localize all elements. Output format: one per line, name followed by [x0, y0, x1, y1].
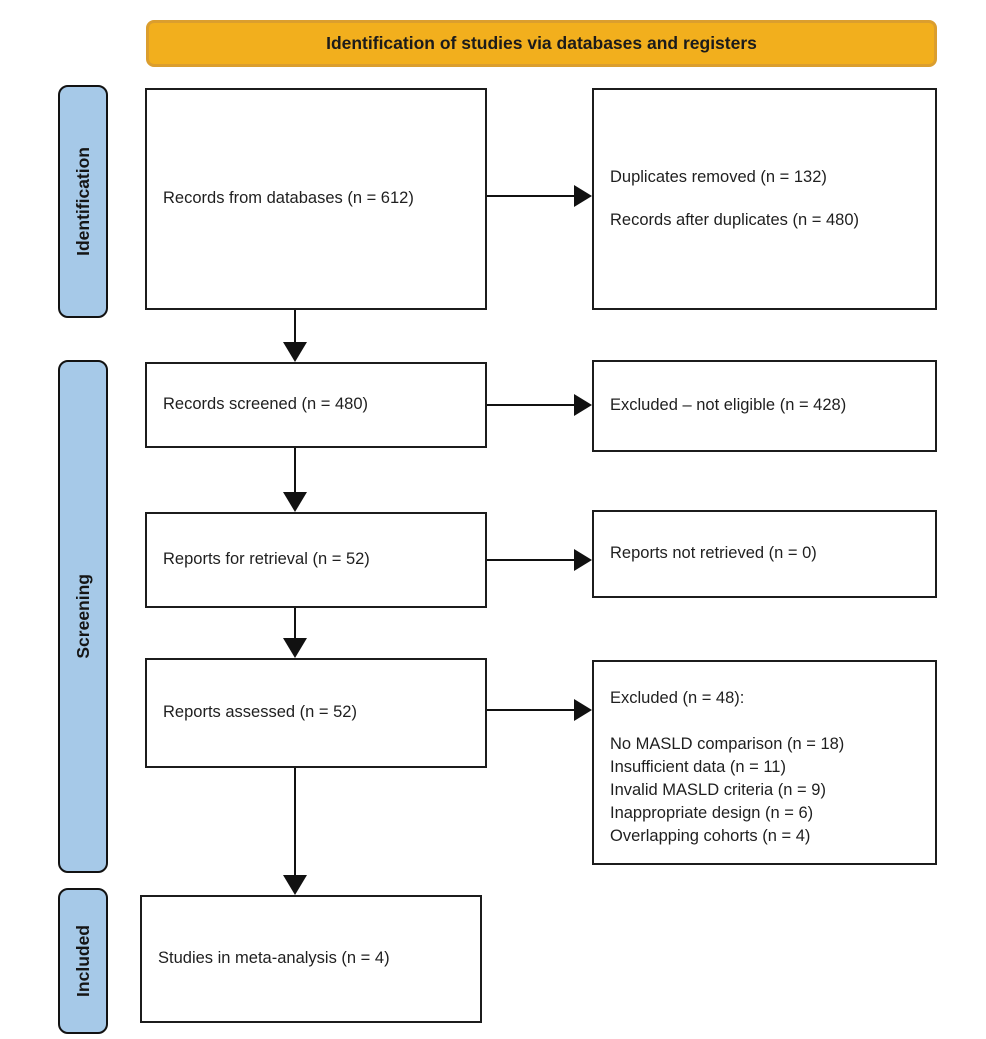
- box-excluded-not-eligible: Excluded – not eligible (n = 428): [592, 360, 937, 452]
- records-screened-text: Records screened (n = 480): [163, 395, 368, 414]
- duplicates-removed-text: Duplicates removed (n = 132): [610, 167, 827, 186]
- records-from-databases-text: Records from databases (n = 612): [163, 189, 414, 208]
- stage-label-included-text: Included: [72, 925, 93, 997]
- excluded-reason-item: Inappropriate design (n = 6): [610, 803, 814, 822]
- arrow-retrieval-to-not-retrieved: [487, 559, 574, 561]
- arrow-assessed-to-excluded-reasons: [487, 709, 574, 711]
- stage-label-identification-text: Identification: [72, 147, 93, 256]
- stage-label-screening: Screening: [58, 360, 108, 873]
- reports-for-retrieval-text: Reports for retrieval (n = 52): [163, 550, 370, 569]
- box-studies-in-meta-analysis: Studies in meta-analysis (n = 4): [140, 895, 482, 1023]
- arrow-screened-to-retrieval: [294, 448, 296, 492]
- banner-label: Identification of studies via databases …: [326, 33, 757, 53]
- box-reports-not-retrieved: Reports not retrieved (n = 0): [592, 510, 937, 598]
- reports-assessed-text: Reports assessed (n = 52): [163, 703, 357, 722]
- box-reports-assessed: Reports assessed (n = 52): [145, 658, 487, 768]
- box-records-from-databases: Records from databases (n = 612): [145, 88, 487, 310]
- excluded-reasons-header: Excluded (n = 48):: [610, 689, 745, 707]
- box-records-screened: Records screened (n = 480): [145, 362, 487, 448]
- excluded-reason-item: Insufficient data (n = 11): [610, 758, 786, 777]
- arrow-databases-to-screened: [294, 310, 296, 342]
- records-after-duplicates-text: Records after duplicates (n = 480): [610, 211, 860, 229]
- box-excluded-reasons: Excluded (n = 48): No MASLD comparison (…: [592, 660, 937, 865]
- box-reports-for-retrieval: Reports for retrieval (n = 52): [145, 512, 487, 608]
- stage-label-identification: Identification: [58, 85, 108, 318]
- stage-label-screening-text: Screening: [72, 574, 93, 659]
- excluded-reason-item: Invalid MASLD criteria (n = 9): [610, 780, 826, 799]
- arrow-retrieval-to-assessed: [294, 608, 296, 638]
- excluded-not-eligible-text: Excluded – not eligible (n = 428): [610, 396, 847, 415]
- box-duplicates-removed: Duplicates removed (n = 132) Records aft…: [592, 88, 937, 310]
- excluded-reason-item: Overlapping cohorts (n = 4): [610, 826, 811, 845]
- arrow-assessed-to-included: [294, 768, 296, 875]
- arrow-screened-to-excluded: [487, 404, 574, 406]
- banner: Identification of studies via databases …: [146, 20, 937, 67]
- excluded-reason-item: No MASLD comparison (n = 18): [610, 735, 845, 754]
- studies-in-meta-analysis-text: Studies in meta-analysis (n = 4): [158, 949, 390, 968]
- arrow-databases-to-duplicates: [487, 195, 574, 197]
- reports-not-retrieved-text: Reports not retrieved (n = 0): [610, 544, 817, 563]
- stage-label-included: Included: [58, 888, 108, 1034]
